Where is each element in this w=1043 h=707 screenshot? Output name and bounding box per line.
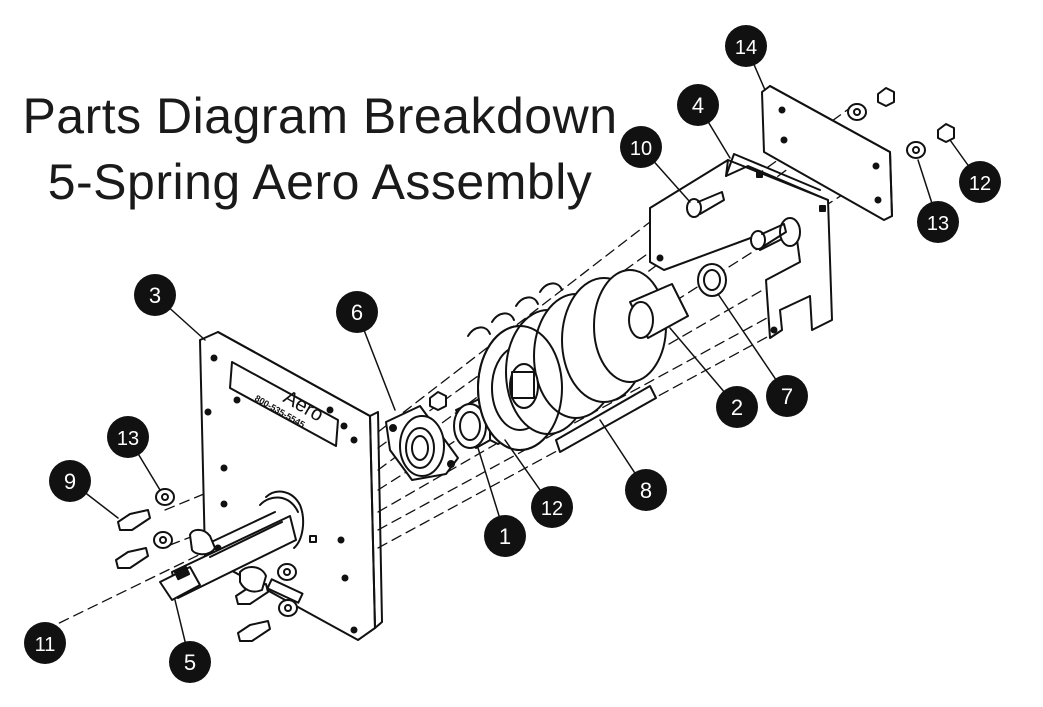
svg-text:11: 11 xyxy=(35,634,56,656)
diagram-subtitle: 5-Spring Aero Assembly xyxy=(47,154,593,210)
svg-text:4: 4 xyxy=(692,93,704,118)
callout-1: 1 xyxy=(484,515,526,557)
callout-7: 7 xyxy=(766,375,808,417)
callout-13b: 13 xyxy=(917,201,959,243)
flange-bearing xyxy=(385,405,459,481)
svg-text:7: 7 xyxy=(781,384,793,409)
svg-text:10: 10 xyxy=(630,138,652,160)
svg-text:5: 5 xyxy=(184,650,196,675)
svg-text:14: 14 xyxy=(735,37,757,59)
svg-text:8: 8 xyxy=(640,478,652,503)
svg-text:13: 13 xyxy=(117,428,139,450)
svg-text:12: 12 xyxy=(541,498,563,520)
callout-4: 4 xyxy=(677,84,719,126)
shaft xyxy=(159,511,297,601)
svg-text:3: 3 xyxy=(149,283,161,308)
pivot-pin xyxy=(686,191,725,218)
front-bolts xyxy=(115,509,271,642)
callout-2: 2 xyxy=(716,386,758,428)
callout-11: 11 xyxy=(24,622,66,664)
rear-washers xyxy=(847,103,926,159)
retaining-ring xyxy=(697,263,727,297)
rear-nuts xyxy=(877,87,955,143)
spacer-sleeve xyxy=(628,283,689,339)
svg-text:13: 13 xyxy=(927,213,949,235)
callout-6: 6 xyxy=(336,291,378,333)
diagram-title: Parts Diagram Breakdown xyxy=(22,88,618,144)
callout-13a: 13 xyxy=(107,416,149,458)
callout-12b: 12 xyxy=(959,161,1001,203)
callout-14: 14 xyxy=(725,25,767,67)
svg-text:2: 2 xyxy=(731,395,743,420)
callout-9: 9 xyxy=(49,460,91,502)
svg-text:6: 6 xyxy=(351,300,363,325)
callout-12a: 12 xyxy=(531,486,573,528)
callout-10: 10 xyxy=(620,126,662,168)
callout-8: 8 xyxy=(625,469,667,511)
svg-text:12: 12 xyxy=(969,173,991,195)
rear-cover-plate xyxy=(761,85,893,221)
svg-text:9: 9 xyxy=(64,469,76,494)
svg-text:1: 1 xyxy=(499,524,511,549)
callout-badges: 1 2 3 4 5 6 7 xyxy=(24,25,1001,683)
callout-5: 5 xyxy=(169,641,211,683)
callout-3: 3 xyxy=(134,274,176,316)
spring-stack xyxy=(467,269,667,453)
front-washers xyxy=(153,488,304,617)
bracket-bolt xyxy=(750,223,787,250)
